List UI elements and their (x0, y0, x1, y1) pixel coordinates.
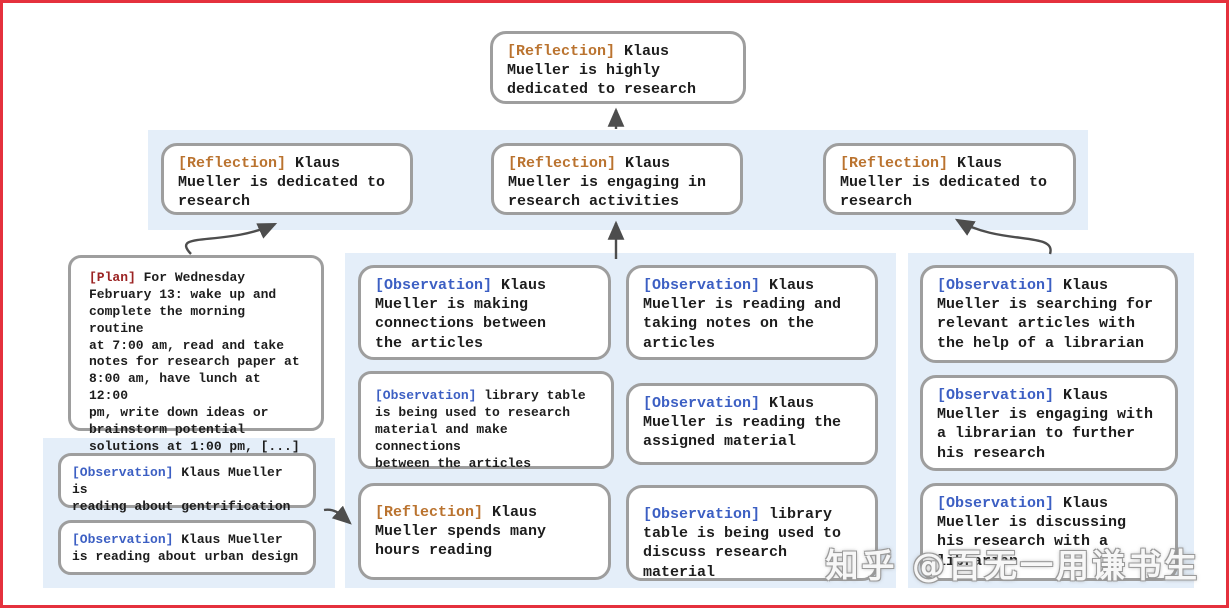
node-reflection-root: [Reflection] Klaus Mueller is highly ded… (490, 31, 746, 104)
node-type-label: [Observation] (937, 495, 1055, 512)
node-reflection-left: [Reflection] Klaus Mueller is dedicated … (161, 143, 413, 215)
node-text: library table is being used to discuss r… (643, 506, 842, 581)
node-type-label: [Observation] (643, 277, 761, 294)
node-type-label: [Observation] (72, 532, 174, 547)
node-type-label: [Observation] (375, 388, 477, 403)
node-observation-library-table-discuss: [Observation] library table is being use… (626, 485, 878, 581)
node-text: Klaus Mueller is reading about urban des… (72, 532, 299, 564)
node-type-label: [Reflection] (178, 155, 287, 172)
node-text: Klaus Mueller is reading and taking note… (643, 277, 842, 352)
node-observation-making-connections: [Observation] Klaus Mueller is making co… (358, 265, 611, 360)
node-reflection-right: [Reflection] Klaus Mueller is dedicated … (823, 143, 1076, 215)
node-text: Klaus Mueller is engaging in research ac… (508, 155, 707, 211)
node-type-label: [Plan] (89, 270, 136, 285)
node-type-label: [Reflection] (508, 155, 617, 172)
node-type-label: [Observation] (643, 395, 761, 412)
node-text: For Wednesday February 13: wake up and c… (89, 270, 300, 454)
node-text: Klaus Mueller is reading the assigned ma… (643, 395, 842, 451)
node-type-label: [Reflection] (840, 155, 949, 172)
watermark: 知乎 @百无一用谦书生 (825, 546, 1200, 585)
node-type-label: [Observation] (643, 506, 761, 523)
node-type-label: [Reflection] (375, 504, 484, 521)
node-type-label: [Observation] (937, 277, 1055, 294)
node-observation-engaging-librarian: [Observation] Klaus Mueller is engaging … (920, 375, 1178, 471)
node-type-label: [Reflection] (507, 43, 616, 60)
node-type-label: [Observation] (375, 277, 493, 294)
node-observation-assigned-material: [Observation] Klaus Mueller is reading t… (626, 383, 878, 465)
node-text: Klaus Mueller is searching for relevant … (937, 277, 1154, 352)
node-text: Klaus Mueller is dedicated to research (840, 155, 1048, 211)
node-type-label: [Observation] (72, 465, 174, 480)
node-text: Klaus Mueller is making connections betw… (375, 277, 547, 352)
node-observation-gentrification: [Observation] Klaus Mueller is reading a… (58, 453, 316, 514)
node-observation-discussing-research: [Observation] Klaus Mueller is discussin… (920, 483, 1178, 581)
node-text: Klaus Mueller is reading about gentrific… (72, 465, 291, 514)
node-observation-library-table-research: [Observation] library table is being use… (358, 371, 614, 471)
node-reflection-hours-reading: [Reflection] Klaus Mueller spends many h… (358, 483, 611, 580)
node-text: Klaus Mueller is discussing his research… (937, 495, 1127, 570)
node-text: Klaus Mueller is dedicated to research (178, 155, 386, 211)
node-text: library table is being used to research … (375, 388, 586, 471)
node-observation-urban-design: [Observation] Klaus Mueller is reading a… (58, 520, 316, 575)
node-text: Klaus Mueller is highly dedicated to res… (507, 43, 697, 99)
node-text: Klaus Mueller spends many hours reading (375, 504, 547, 560)
node-text: Klaus Mueller is engaging with a librari… (937, 387, 1154, 462)
node-observation-taking-notes: [Observation] Klaus Mueller is reading a… (626, 265, 878, 360)
node-reflection-middle: [Reflection] Klaus Mueller is engaging i… (491, 143, 743, 215)
node-observation-searching-articles: [Observation] Klaus Mueller is searching… (920, 265, 1178, 363)
node-type-label: [Observation] (937, 387, 1055, 404)
node-plan: [Plan] For Wednesday February 13: wake u… (68, 255, 324, 454)
